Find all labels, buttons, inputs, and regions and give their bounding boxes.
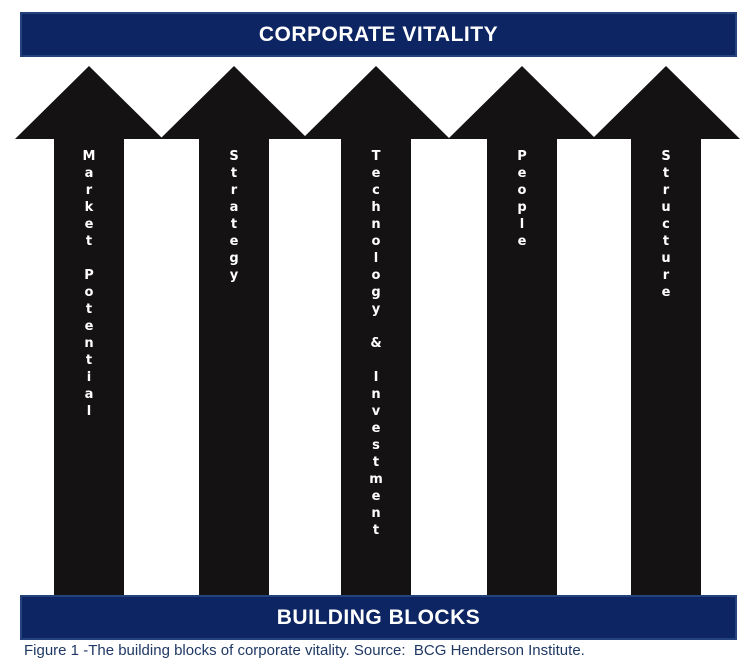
arrow-label-letter: o <box>517 183 527 198</box>
arrow-label-letter: t <box>662 234 670 249</box>
arrow-label-letter <box>15 250 163 267</box>
arrow-label-letter: c <box>662 217 670 232</box>
arrow-label-letter: e <box>661 285 671 300</box>
arrow-label-letter: y <box>371 302 381 317</box>
arrow-label-letter: r <box>85 183 93 198</box>
arrow-label-letter: o <box>371 234 381 249</box>
arrow-label-letter: s <box>372 438 380 453</box>
arrow-label-letter: r <box>662 183 670 198</box>
arrow-label-letter: n <box>371 217 381 232</box>
arrow-label-letter: u <box>661 251 671 266</box>
arrow-label-letter: h <box>371 200 381 215</box>
arrow-label-letter: e <box>229 234 239 249</box>
arrow-label-letter: a <box>84 387 94 402</box>
arrow-label-letter: g <box>229 251 239 266</box>
arrow-label-letter: e <box>84 217 94 232</box>
arrow-label-letter: o <box>84 285 94 300</box>
arrow-label-letter: l <box>519 217 525 232</box>
arrow-label-letter: t <box>85 302 93 317</box>
arrow-label-letter: e <box>371 166 381 181</box>
arrow-label-letter: l <box>373 251 379 266</box>
arrow-label-letter: t <box>662 166 670 181</box>
arrow-label-letter: t <box>85 353 93 368</box>
building-blocks-label: BUILDING BLOCKS <box>276 605 481 629</box>
arrow-label-letter: t <box>372 523 380 538</box>
arrow-label-letter: S <box>661 149 671 164</box>
arrow-label-letter: n <box>84 336 94 351</box>
corporate-vitality-banner: CORPORATE VITALITY <box>20 12 737 57</box>
arrow-label-letter <box>302 352 450 369</box>
arrow-label-letter: g <box>371 285 381 300</box>
arrow-label-letter: e <box>84 319 94 334</box>
arrow-label-letter: S <box>229 149 239 164</box>
arrow-label-letter: p <box>517 200 527 215</box>
arrow-label-letter: m <box>369 472 383 487</box>
arrow-label-letter: o <box>371 268 381 283</box>
arrow-label-letter: r <box>662 268 670 283</box>
arrow-label-letter: P <box>517 149 527 164</box>
arrow-label-letter: t <box>230 217 238 232</box>
arrow-label-letter: r <box>230 183 238 198</box>
arrow-label-letter: a <box>84 166 94 181</box>
arrow-label-letter <box>302 318 450 335</box>
arrow-label-letter: M <box>82 149 96 164</box>
arrow-label-letter: i <box>86 370 92 385</box>
arrow-label-letter: t <box>372 455 380 470</box>
arrow-label-letter: a <box>229 200 239 215</box>
arrow-label-letter: n <box>371 387 381 402</box>
arrow-label-letter: v <box>371 404 381 419</box>
building-blocks-banner: BUILDING BLOCKS <box>20 595 737 640</box>
arrow-label-letter: I <box>373 370 379 385</box>
arrow-label-letter: t <box>230 166 238 181</box>
arrow-label-letter: t <box>85 234 93 249</box>
arrow-label-letter: e <box>517 234 527 249</box>
arrow-label-letter: e <box>371 489 381 504</box>
figure-caption: Figure 1 -The building blocks of corpora… <box>24 642 585 659</box>
arrow-label-letter: u <box>661 200 671 215</box>
arrow-label-letter: k <box>84 200 94 215</box>
arrow-label-letter: e <box>371 421 381 436</box>
arrow-label-letter: e <box>517 166 527 181</box>
arrow-label-letter: n <box>371 506 381 521</box>
arrow-label-letter: c <box>372 183 380 198</box>
corporate-vitality-label: CORPORATE VITALITY <box>258 22 499 46</box>
arrow-label-letter: & <box>370 336 382 351</box>
arrow-label-letter: P <box>84 268 94 283</box>
arrow-label-letter: T <box>371 149 381 164</box>
arrow-label-letter: y <box>229 268 239 283</box>
arrow-label-letter: l <box>86 404 92 419</box>
